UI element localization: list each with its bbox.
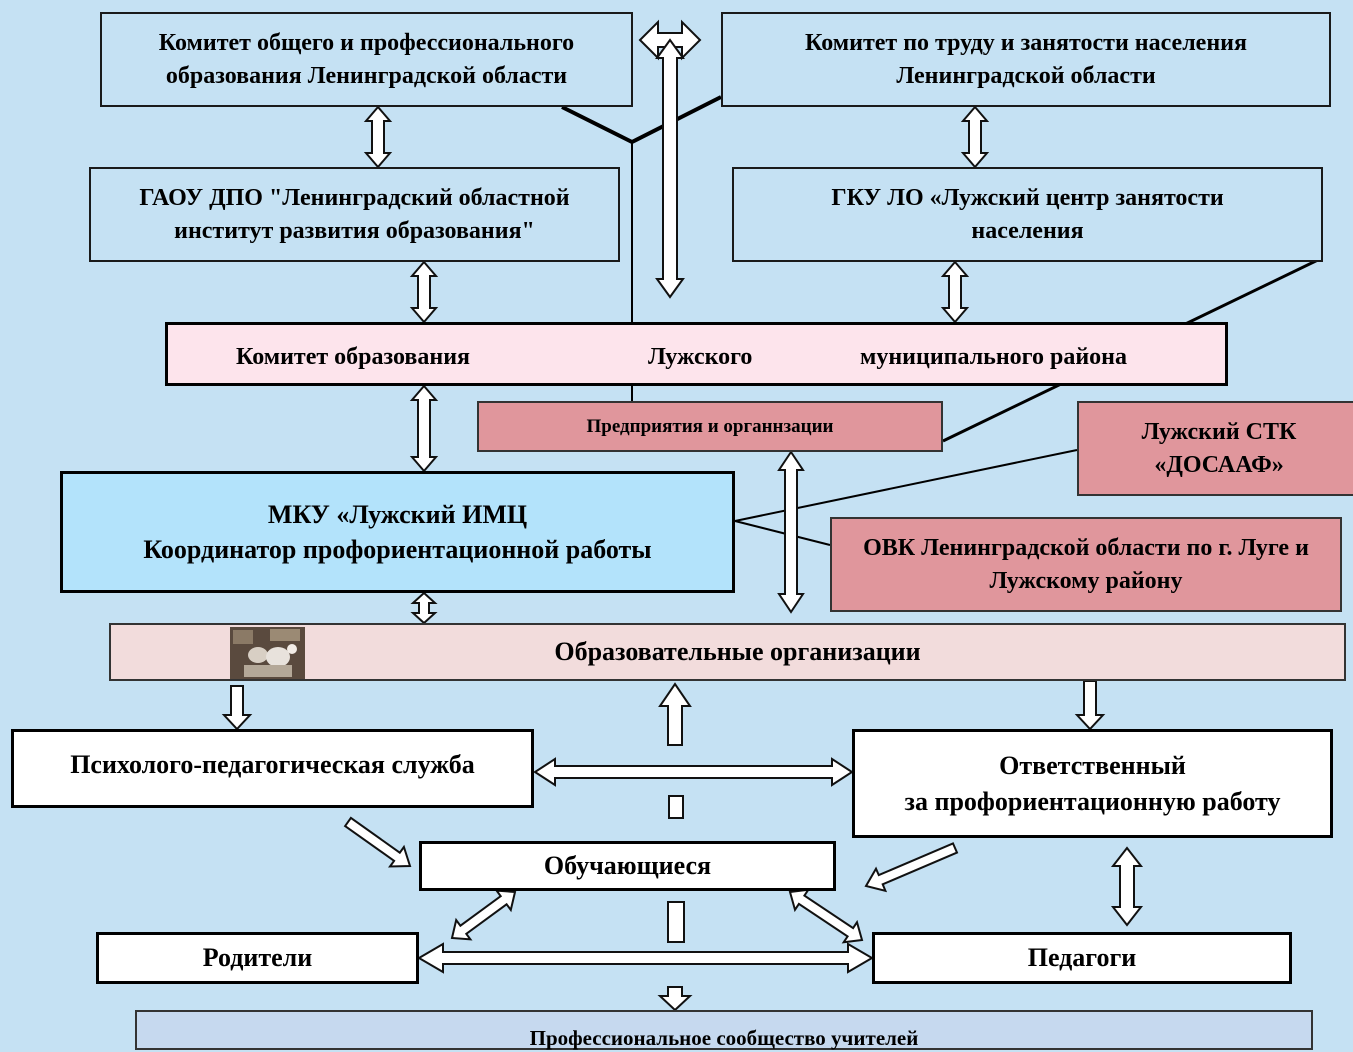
arrow-gaou-committee-luga: [409, 260, 439, 324]
teachers-box: Педагоги: [872, 932, 1292, 984]
responsible-line1: Ответственный: [999, 751, 1186, 781]
teachers-label: Педагоги: [1027, 943, 1137, 973]
ovk-box: ОВК Ленинградской области по г. Луге и Л…: [830, 517, 1342, 612]
committee-luga-label-part3: муниципального района: [860, 344, 1127, 370]
arrow-to-prof-community: [657, 986, 693, 1012]
mku-imc-line1: МКУ «Лужский ИМЦ: [267, 499, 528, 529]
ovk-label: ОВК Ленинградской области по г. Луге и Л…: [863, 535, 1309, 594]
psych-service-box: Психолого-педагогическая служба: [11, 729, 534, 808]
connector-block-mid: [668, 795, 684, 819]
school-photo-icon: [230, 627, 305, 679]
gaou-dpo-label: ГАОУ ДПО "Ленинградский областной инстит…: [139, 185, 570, 244]
committee-labor-lo-box: Комитет по труду и занятости населения Л…: [721, 12, 1331, 107]
line-mku-to-ovk: [734, 520, 831, 546]
dosaaf-box: Лужский СТК «ДОСААФ»: [1077, 401, 1353, 496]
committee-education-lo-label: Комитет общего и профессионального образ…: [158, 30, 575, 89]
parents-label: Родители: [202, 943, 313, 973]
parents-box: Родители: [96, 932, 419, 984]
committee-education-lo-box: Комитет общего и профессионального образ…: [100, 12, 633, 107]
arrow-gku-committee-luga: [940, 260, 970, 324]
committee-luga-label-part1: Комитет образования: [236, 344, 471, 370]
gku-lo-box: ГКУ ЛО «Лужский центр занятости населени…: [732, 167, 1323, 262]
committee-luga-box: Комитет образования Лужского муниципальн…: [165, 322, 1228, 386]
edu-orgs-box: Образовательные организации: [109, 623, 1346, 681]
gaou-dpo-box: ГАОУ ДПО "Ленинградский областной инстит…: [89, 167, 620, 262]
arrow-committee-luga-mku: [409, 384, 439, 473]
arrow-psych-to-students: [343, 816, 412, 868]
arrow-mku-edu-orgs: [410, 591, 438, 625]
dosaaf-label: Лужский СТК «ДОСААФ»: [1141, 419, 1297, 478]
arrow-committee-gaou: [363, 105, 393, 169]
mku-imc-box: МКУ «Лужский ИМЦ Координатор профориента…: [60, 471, 735, 593]
edu-orgs-label: Образовательные организации: [554, 637, 921, 667]
responsible-line2: за профориентационную работу: [904, 786, 1281, 816]
psych-service-label: Психолого-педагогическая служба: [70, 750, 475, 779]
arrow-students-parents: [450, 889, 517, 941]
gku-lo-label: ГКУ ЛО «Лужский центр занятости населени…: [831, 185, 1224, 244]
arrow-labor-gku: [960, 105, 990, 169]
committee-luga-label-part2: Лужского: [648, 344, 753, 370]
arrow-top-long-vertical: [655, 38, 685, 299]
arrow-students-teachers: [788, 888, 864, 944]
prof-community-label: Профессиональное сообщество учителей: [529, 1025, 919, 1050]
arrow-edu-to-psych: [221, 685, 253, 731]
enterprises-box: Предприятия и органнзации: [477, 401, 943, 452]
connector-block-lower: [667, 901, 685, 943]
line-committee-to-junction: [561, 105, 633, 144]
responsible-box: Ответственный за профориентационную рабо…: [852, 729, 1333, 838]
enterprises-label: Предприятия и органнзации: [586, 415, 834, 437]
arrow-up-to-edu-orgs: [658, 682, 692, 746]
students-box: Обучающиеся: [419, 841, 836, 891]
arrow-psych-responsible: [533, 757, 854, 787]
committee-labor-lo-label: Комитет по труду и занятости населения Л…: [805, 30, 1247, 89]
mku-imc-line2: Координатор профориентационной работы: [143, 535, 652, 564]
arrow-enterprises-edu-orgs: [777, 450, 805, 614]
students-label: Обучающиеся: [543, 851, 712, 881]
arrow-parents-teachers: [417, 942, 874, 974]
arrow-edu-to-responsible: [1074, 680, 1106, 731]
arrow-responsible-teachers: [1110, 846, 1144, 927]
arrow-responsible-to-students: [864, 842, 959, 893]
prof-community-box: Профессиональное сообщество учителей: [135, 1010, 1313, 1050]
